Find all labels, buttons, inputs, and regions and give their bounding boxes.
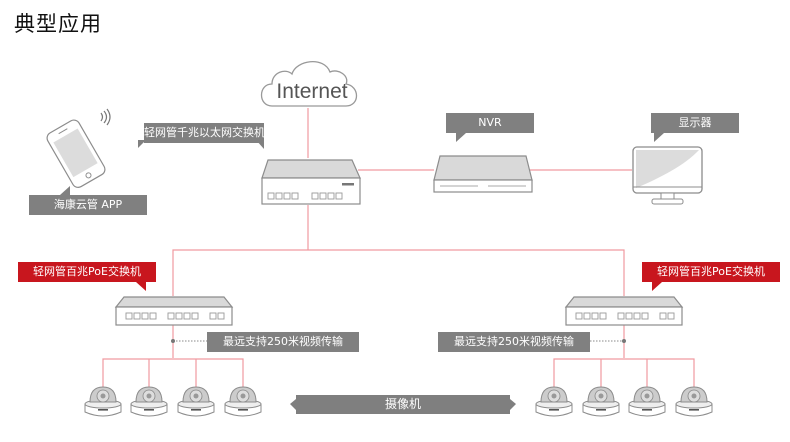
camera-group-left — [84, 386, 262, 417]
nvr-icon — [433, 155, 533, 193]
monitor-label: 显示器 — [651, 113, 739, 133]
poe-switch-left-icon — [114, 296, 234, 326]
dome-camera-icon — [582, 386, 620, 417]
wifi-signal-icon — [100, 108, 111, 126]
poe-left-label-tail — [136, 282, 146, 291]
poe-right-label-tail — [652, 282, 662, 291]
distance-note-left: 最远支持250米视频传输 — [207, 332, 359, 352]
dome-camera-icon — [177, 386, 215, 417]
link-core-poe — [172, 249, 625, 296]
poe-switch-right-label: 轻网管百兆PoE交换机 — [642, 262, 780, 282]
dome-camera-icon — [84, 386, 122, 417]
dome-camera-icon — [535, 386, 573, 417]
phone-icon — [46, 119, 106, 188]
poe-switch-left-label: 轻网管百兆PoE交换机 — [18, 262, 156, 282]
nvr-label-tail — [456, 133, 466, 142]
page-title: 典型应用 — [14, 12, 102, 36]
callout-dot-right — [622, 339, 626, 343]
link-right-cams-bus — [553, 358, 695, 392]
phone-label-tail — [60, 186, 70, 195]
dome-camera-icon — [130, 386, 168, 417]
callout-dot-left — [171, 339, 175, 343]
core-switch-icon — [261, 159, 361, 205]
arrow-left-icon — [290, 399, 296, 410]
network-links — [102, 108, 695, 392]
monitor-icon — [632, 146, 703, 205]
camera-label: 摄像机 — [296, 395, 510, 414]
cloud-icon — [260, 61, 358, 107]
arrow-right-icon — [510, 399, 516, 410]
link-left-cams-bus — [102, 358, 244, 392]
phone-app-label: 海康云管 APP — [29, 195, 147, 215]
monitor-label-tail — [654, 133, 664, 142]
nvr-label: NVR — [446, 113, 534, 133]
distance-note-right: 最远支持250米视频传输 — [438, 332, 590, 352]
dome-camera-icon — [224, 386, 262, 417]
core-switch-label: 轻网管千兆以太网交换机 — [144, 123, 265, 143]
camera-group-right — [535, 386, 713, 417]
poe-switch-right-icon — [564, 296, 684, 326]
dome-camera-icon — [628, 386, 666, 417]
internet-label: Internet — [276, 80, 348, 103]
dome-camera-icon — [675, 386, 713, 417]
